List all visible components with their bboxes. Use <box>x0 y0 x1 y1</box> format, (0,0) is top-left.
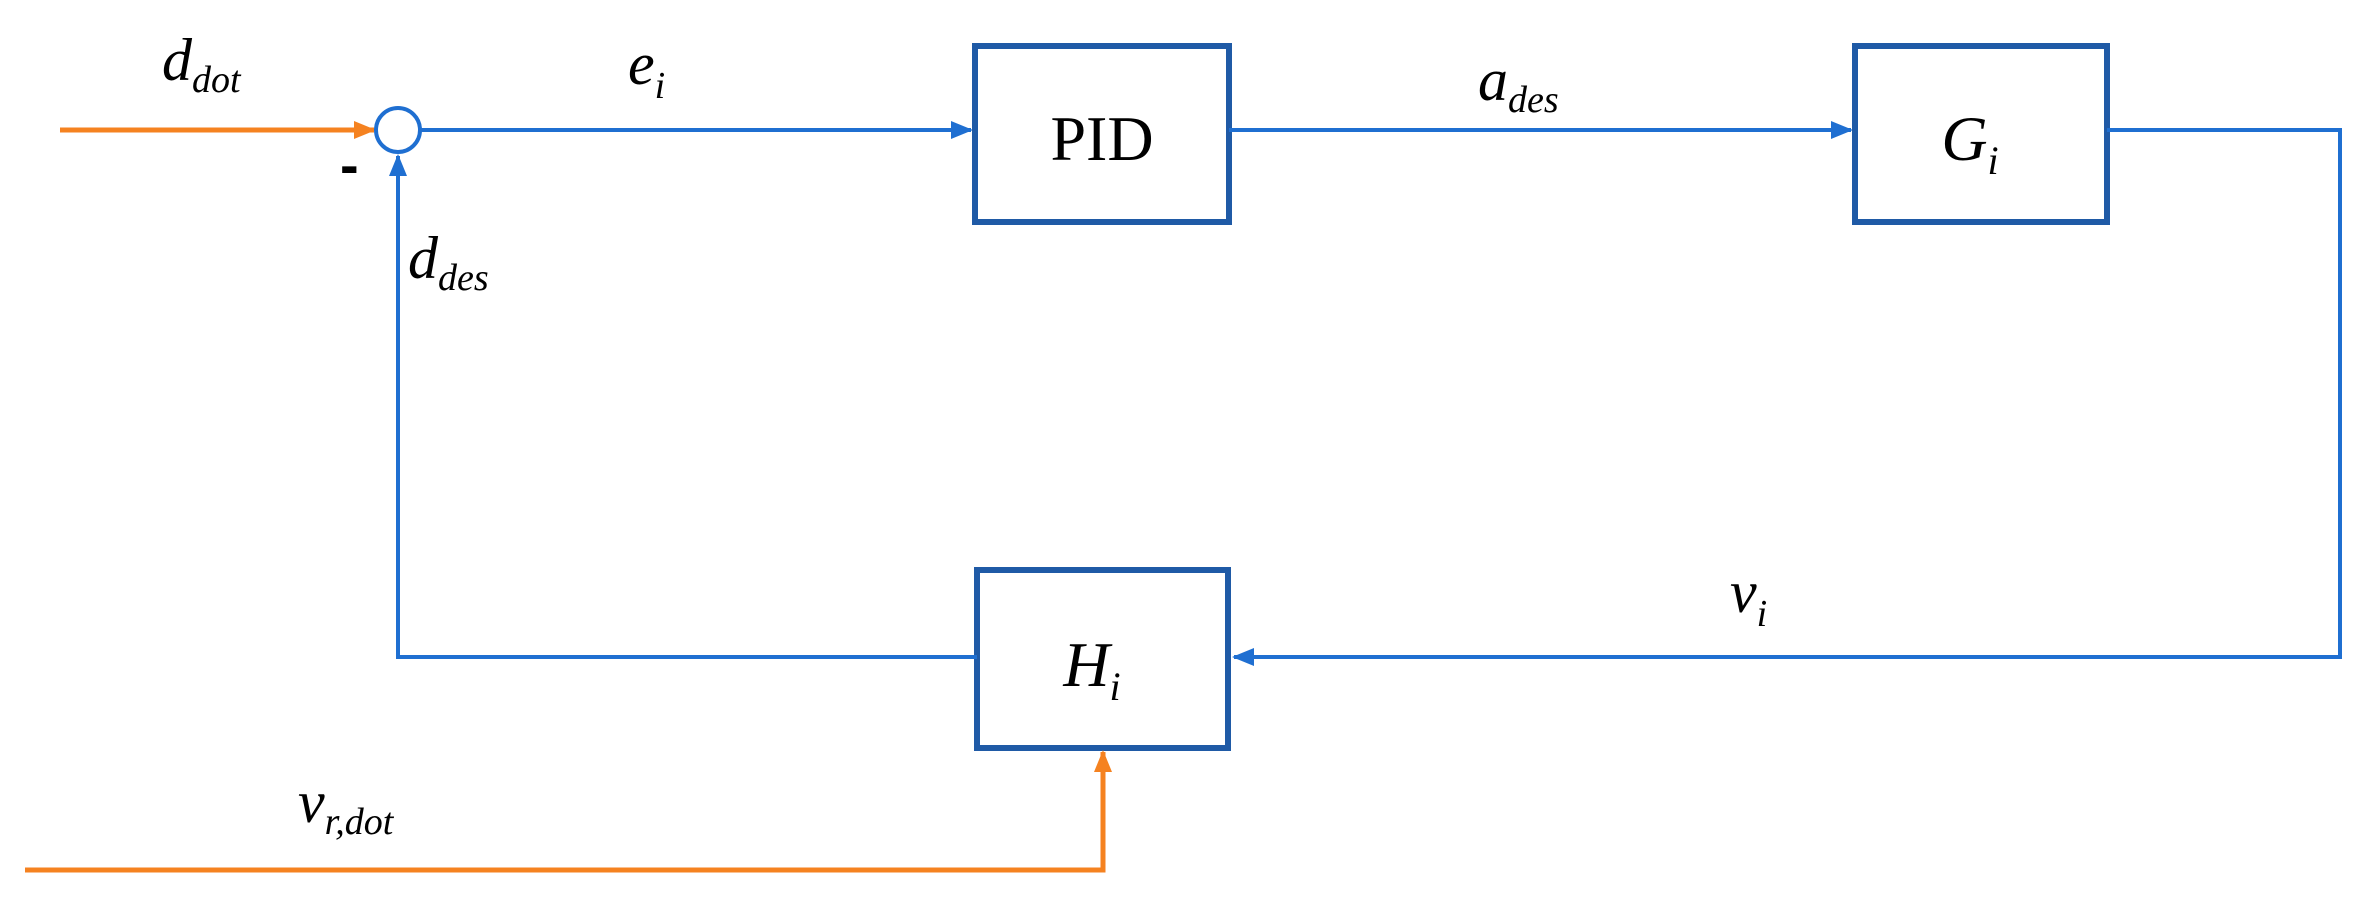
pid-block-label: PID <box>1050 103 1153 174</box>
desired-distance-feedback-line <box>389 154 977 659</box>
e-i-label: ei <box>628 31 665 107</box>
h-block-main: H <box>1062 629 1113 700</box>
v-r-dot-input-line <box>25 750 1112 873</box>
summing-minus-sign: - <box>340 133 359 196</box>
d-dot-main: d <box>162 27 193 93</box>
v-r-dot-label: vr,dot <box>298 769 395 843</box>
d-des-sub: des <box>438 257 489 299</box>
spacing-policy-block-h <box>974 567 1231 751</box>
pid-block <box>972 43 1232 225</box>
velocity-feedback-line <box>1232 128 2342 666</box>
a-des-sub: des <box>1508 79 1559 121</box>
e-i-sub: i <box>655 65 666 107</box>
a-des-main: a <box>1478 47 1508 113</box>
d-dot-label: ddot <box>162 27 242 101</box>
e-i-main: e <box>628 31 655 97</box>
plant-block-g <box>1852 43 2110 225</box>
v-i-sub: i <box>1757 593 1768 635</box>
g-block-label: Gi <box>1941 103 1998 183</box>
g-block-main: G <box>1941 103 1987 174</box>
v-r-dot-sub: r,dot <box>325 801 395 843</box>
v-r-dot-main: v <box>298 769 325 835</box>
summing-junction <box>374 106 422 154</box>
g-block-sub: i <box>1988 138 1999 183</box>
v-i-main: v <box>1730 559 1757 625</box>
d-des-label: ddes <box>408 225 489 299</box>
d-des-main: d <box>408 225 439 291</box>
v-i-label: vi <box>1730 559 1767 635</box>
d-dot-sub: dot <box>192 59 242 101</box>
h-block-label: Hi <box>1062 629 1120 709</box>
h-block-sub: i <box>1110 664 1121 709</box>
a-des-label: ades <box>1478 47 1559 121</box>
